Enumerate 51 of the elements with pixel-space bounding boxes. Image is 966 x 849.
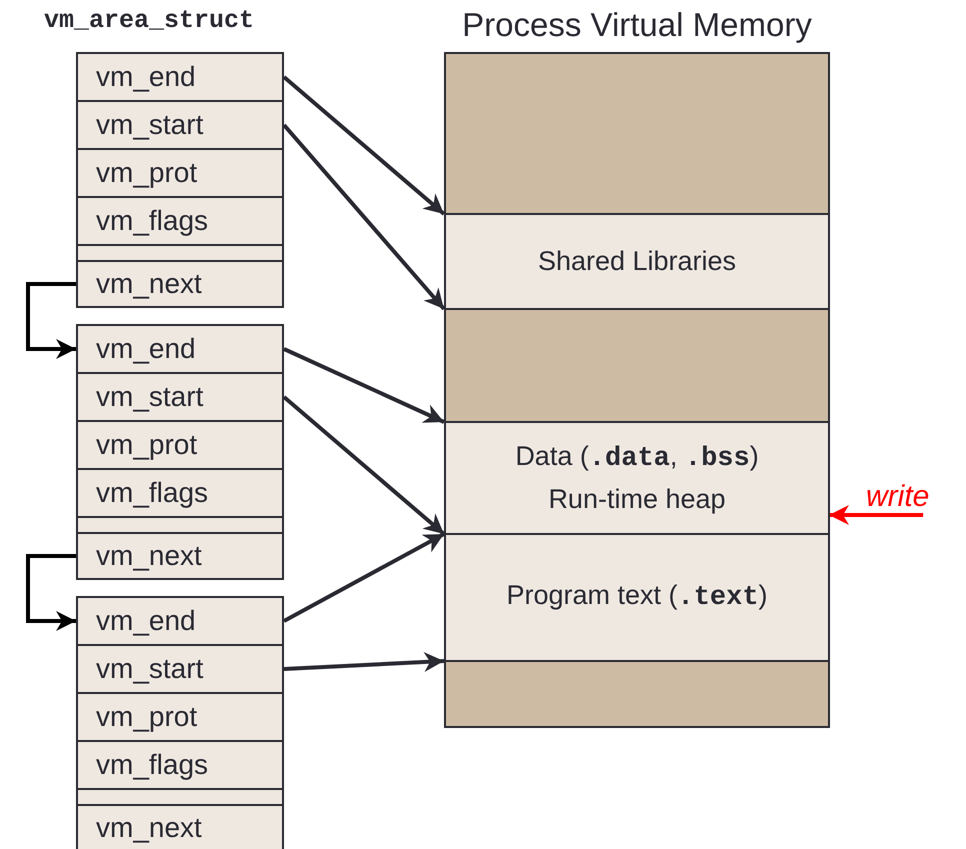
struct-field: [76, 260, 284, 308]
struct-field: [76, 740, 284, 790]
memory-region: [444, 308, 830, 423]
struct-field: [76, 420, 284, 470]
struct-field: [76, 324, 284, 374]
struct-field: [76, 596, 284, 646]
field-name: vm_prot: [96, 157, 198, 189]
arrow: [284, 652, 444, 672]
struct-field: [76, 692, 284, 742]
region-label: Data (.data, .bss) Run-time heap: [514, 440, 760, 516]
struct-field: [76, 468, 284, 518]
struct-field: [76, 644, 284, 694]
arrow: [283, 347, 445, 424]
field-name: vm_end: [96, 605, 196, 637]
struct-field: [76, 100, 284, 150]
arrow: [282, 75, 446, 216]
struct-field: [76, 52, 284, 102]
field-name: vm_next: [96, 812, 202, 844]
arrow: [282, 395, 446, 536]
field-name: vm_start: [96, 381, 204, 413]
field-name: vm_prot: [96, 429, 198, 461]
arrow: [829, 505, 924, 525]
field-name: vm_start: [96, 109, 204, 141]
arrow: [26, 554, 76, 631]
arrow: [283, 532, 445, 623]
field-name: vm_next: [96, 540, 202, 572]
memory-region: [444, 533, 830, 662]
memory-region: [444, 52, 830, 215]
field-name: vm_end: [96, 333, 196, 365]
struct-field: [76, 148, 284, 198]
field-name: vm_prot: [96, 701, 198, 733]
region-label: Program text (.text): [506, 579, 768, 616]
arrow: [282, 124, 446, 310]
memory-heading: Process Virtual Memory: [461, 6, 813, 44]
field-name: vm_next: [96, 268, 202, 300]
field-name: vm_flags: [96, 477, 208, 509]
field-name: vm_flags: [96, 205, 208, 237]
arrow: [26, 282, 76, 359]
struct-field: [76, 532, 284, 580]
region-label: Shared Libraries: [538, 244, 736, 278]
memory-region: [444, 421, 830, 535]
struct-field: [76, 372, 284, 422]
memory-region: [444, 660, 830, 728]
struct-heading: vm_area_struct: [44, 6, 254, 35]
memory-region: [444, 213, 830, 310]
field-name: vm_end: [96, 61, 196, 93]
struct-field: [76, 196, 284, 246]
access-label: write: [866, 480, 930, 514]
field-name: vm_flags: [96, 749, 208, 781]
field-name: vm_start: [96, 653, 204, 685]
struct-field: [76, 804, 284, 849]
